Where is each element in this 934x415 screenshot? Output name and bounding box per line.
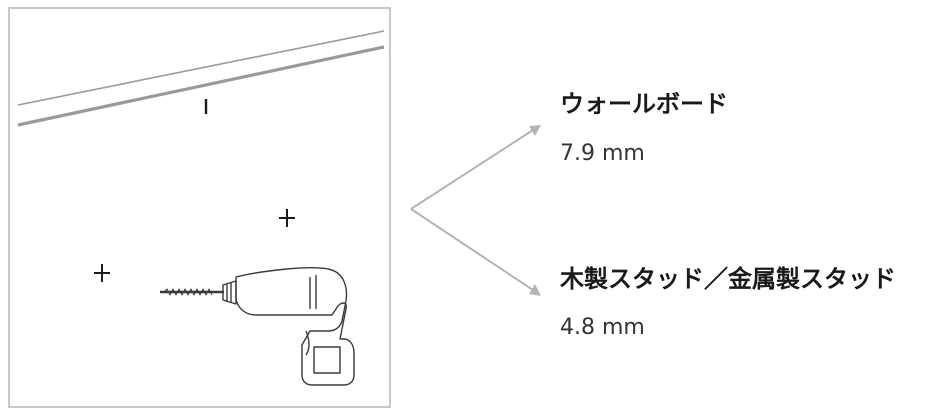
drill-icon xyxy=(160,267,355,386)
cross-mark-icon xyxy=(94,264,110,282)
cross-mark-icon xyxy=(279,209,295,227)
wall-edge-icon xyxy=(17,30,385,127)
wallboard-label: ウォールボード xyxy=(560,90,728,118)
wallboard-bit-size: 7.9 mm xyxy=(560,141,645,166)
stud-label: 木製スタッド／金属製スタッド xyxy=(560,265,896,293)
arrow-icon xyxy=(410,208,541,296)
stud-bit-size: 4.8 mm xyxy=(560,315,645,340)
branch-arrows xyxy=(410,125,541,296)
arrow-icon xyxy=(410,125,541,210)
illustration-panel xyxy=(8,7,391,408)
drilling-illustration xyxy=(17,30,385,386)
